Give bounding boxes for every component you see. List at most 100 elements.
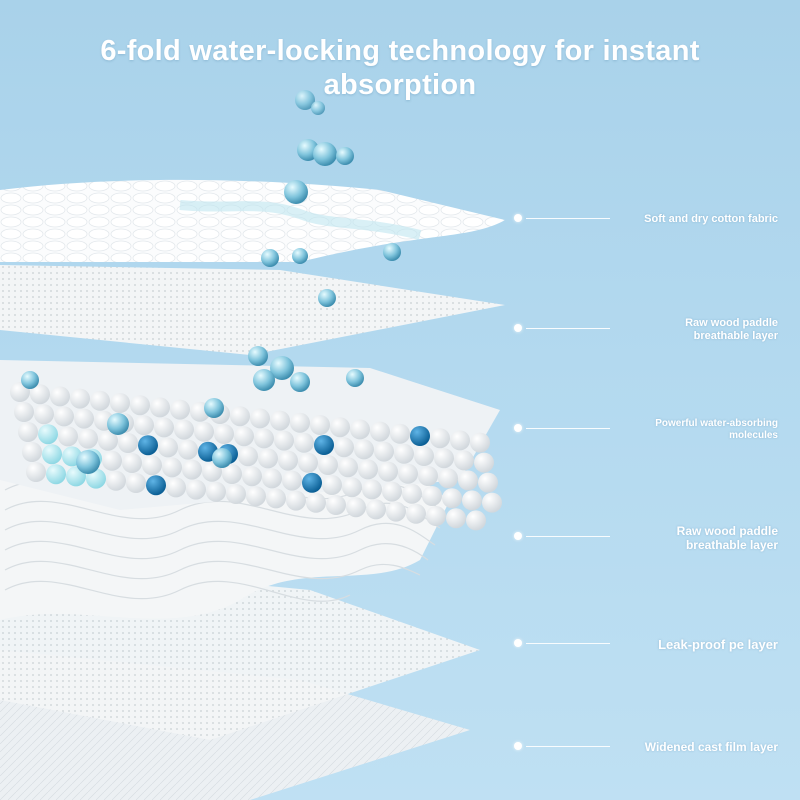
polymer-sphere <box>150 397 170 418</box>
polymer-sphere <box>410 426 430 446</box>
polymer-sphere <box>462 490 482 511</box>
polymer-sphere <box>58 426 78 447</box>
callout-line <box>526 536 610 537</box>
callout-dot <box>514 742 522 750</box>
polymer-sphere <box>326 495 346 515</box>
polymer-sphere <box>310 415 330 435</box>
polymer-sphere <box>470 432 490 453</box>
polymer-sphere <box>350 419 370 440</box>
title-line-1: 6-fold water-locking technology for inst… <box>100 35 700 67</box>
polymer-sphere <box>418 466 438 486</box>
callout-line <box>526 328 610 329</box>
callout-label-line: Soft and dry cotton fabric <box>644 212 778 225</box>
callout-layer-6: Widened cast film layer <box>0 726 800 766</box>
polymer-sphere <box>110 393 130 413</box>
polymer-molecule-layer <box>0 360 502 531</box>
polymer-sphere <box>450 430 470 451</box>
polymer-sphere <box>214 424 234 444</box>
polymer-sphere <box>222 464 242 484</box>
polymer-sphere <box>126 473 146 493</box>
polymer-sphere <box>14 402 34 422</box>
polymer-sphere <box>186 479 206 500</box>
callout-label-line: molecules <box>729 430 778 441</box>
polymer-sphere <box>442 488 462 509</box>
polymer-sphere <box>30 384 50 405</box>
polymer-sphere <box>166 477 186 498</box>
polymer-sphere <box>226 484 246 504</box>
callout-label-line: breathable layer <box>685 538 778 552</box>
polymer-sphere <box>90 390 110 411</box>
polymer-sphere <box>258 448 278 469</box>
callout-line <box>526 428 610 429</box>
polymer-sphere <box>142 455 162 476</box>
polymer-sphere <box>394 443 414 464</box>
polymer-sphere <box>382 481 402 502</box>
polymer-sphere <box>170 399 190 420</box>
polymer-sphere <box>162 457 182 478</box>
callout-dot <box>514 214 522 222</box>
polymer-sphere <box>274 430 294 451</box>
callout-line <box>526 746 610 747</box>
water-droplets <box>21 90 401 474</box>
polymer-sphere <box>342 477 362 498</box>
polymer-sphere <box>102 450 122 471</box>
polymer-sphere <box>202 461 222 482</box>
polymer-sphere <box>182 459 202 480</box>
polymer-sphere <box>430 428 450 449</box>
polymer-sphere <box>270 410 290 431</box>
polymer-sphere <box>158 437 178 458</box>
polymer-sphere <box>70 388 90 409</box>
callout-label-line: Raw wood paddle <box>685 317 778 329</box>
polymer-sphere <box>482 492 502 513</box>
polymer-sphere <box>42 444 62 465</box>
polymer-sphere <box>98 430 118 451</box>
polymer-sphere <box>414 446 434 466</box>
callout-dot <box>514 324 522 332</box>
callout-line <box>526 218 610 219</box>
callout-dot <box>514 424 522 432</box>
polymer-sphere <box>250 408 270 429</box>
polymer-sphere <box>434 448 454 469</box>
polymer-sphere <box>298 452 318 473</box>
polymer-sphere <box>378 461 398 482</box>
cotton-fabric-layer <box>0 179 505 262</box>
polymer-sphere <box>422 486 442 506</box>
callout-label-line: Raw wood paddle <box>676 524 778 538</box>
polymer-sphere <box>286 490 306 511</box>
polymer-sphere <box>338 457 358 478</box>
polymer-sphere <box>474 452 494 473</box>
polymer-sphere <box>278 450 298 471</box>
callout-label-line: Leak-proof pe layer <box>658 636 778 652</box>
breathable-mesh-layer <box>0 265 505 355</box>
polymer-sphere <box>254 428 274 449</box>
polymer-sphere <box>334 437 354 458</box>
polymer-sphere <box>406 503 426 524</box>
polymer-sphere <box>282 470 302 491</box>
polymer-sphere <box>454 450 474 471</box>
polymer-sphere <box>230 406 250 427</box>
polymer-sphere <box>290 412 310 433</box>
polymer-sphere <box>386 501 406 522</box>
polymer-sphere <box>174 419 194 440</box>
polymer-sphere <box>246 486 266 507</box>
callout-label-line: Powerful water-absorbing <box>655 418 778 429</box>
polymer-sphere <box>426 506 446 526</box>
polymer-sphere <box>234 426 254 447</box>
polymer-sphere <box>318 455 338 475</box>
polymer-sphere <box>134 415 154 436</box>
callout-dot <box>514 532 522 540</box>
polymer-sphere <box>302 472 322 493</box>
polymer-sphere <box>390 423 410 444</box>
polymer-sphere <box>138 435 158 456</box>
polymer-sphere <box>366 499 386 520</box>
callout-label: Soft and dry cotton fabric <box>578 213 778 226</box>
polymer-sphere <box>354 439 374 460</box>
polymer-sphere <box>18 422 38 442</box>
polymer-sphere <box>294 432 314 453</box>
polymer-sphere <box>346 497 366 518</box>
callout-label: Leak-proof pe layer <box>578 637 778 652</box>
